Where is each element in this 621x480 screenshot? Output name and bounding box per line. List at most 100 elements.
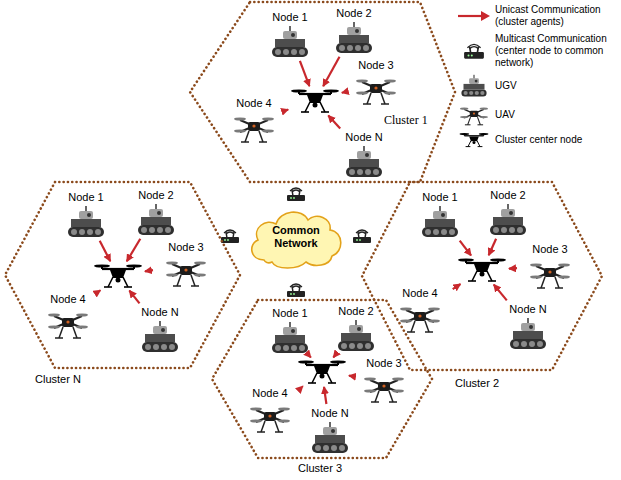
ugv-node: Node 1 bbox=[409, 190, 471, 239]
node-label: Node 2 bbox=[325, 304, 387, 318]
cluster-label: Cluster 2 bbox=[455, 376, 499, 390]
ugv-icon bbox=[409, 205, 471, 239]
cluster-center-node bbox=[457, 257, 507, 283]
node-label: Node N bbox=[299, 406, 361, 420]
cluster-center-node bbox=[290, 88, 340, 114]
ugv-icon bbox=[259, 25, 321, 59]
node-label: Node 4 bbox=[37, 292, 99, 306]
ugv-node: Node N bbox=[497, 302, 559, 351]
common-network-cloud: Common Network bbox=[246, 204, 346, 270]
drone-icon bbox=[93, 263, 143, 289]
router-icon bbox=[287, 188, 305, 201]
unicast-arrow bbox=[453, 284, 461, 289]
cluster-center-node bbox=[297, 359, 347, 385]
router-icon bbox=[221, 230, 239, 243]
cluster-region: Cluster 3Node 1Node 2Node 3Node 4Node N bbox=[212, 300, 432, 458]
unicast-arrow bbox=[494, 285, 507, 301]
uav-node: Node 3 bbox=[519, 242, 581, 291]
ugv-icon bbox=[323, 21, 385, 55]
legend-label: UAV bbox=[495, 109, 617, 121]
node-label: Node 2 bbox=[323, 6, 385, 20]
uav-icon bbox=[223, 111, 285, 145]
uav-node: Node 4 bbox=[239, 386, 301, 435]
drone-icon bbox=[457, 257, 507, 283]
unicast-arrow bbox=[127, 239, 141, 262]
ugv-node: Node 2 bbox=[477, 188, 539, 237]
ugv-icon bbox=[299, 421, 361, 455]
uav-icon bbox=[155, 255, 217, 289]
uav-node: Node 3 bbox=[353, 356, 415, 405]
unicast-arrow bbox=[328, 116, 340, 129]
legend: Unicast Communication (cluster agents) Mu… bbox=[456, 4, 619, 153]
uav-icon bbox=[389, 301, 451, 335]
router-icon bbox=[353, 230, 371, 243]
node-label: Node 1 bbox=[259, 306, 321, 320]
unicast-arrow bbox=[509, 267, 517, 270]
cluster-region: Cluster NNode 1Node 2Node 3Node 4Node N bbox=[5, 182, 240, 368]
drone-icon bbox=[290, 88, 340, 114]
unicast-arrow bbox=[349, 375, 351, 377]
ugv-icon bbox=[125, 203, 187, 237]
unicast-arrow bbox=[287, 108, 288, 111]
node-label: Node N bbox=[129, 305, 191, 319]
ugv-node: Node N bbox=[333, 130, 395, 179]
unicast-arrow bbox=[460, 241, 471, 256]
ugv-icon bbox=[259, 321, 321, 355]
unicast-arrow bbox=[100, 241, 111, 261]
ugv-node: Node N bbox=[129, 305, 191, 354]
drone-icon bbox=[456, 132, 492, 148]
ugv-node: Node N bbox=[299, 406, 361, 455]
ugv-icon bbox=[477, 203, 539, 237]
legend-row: UAV bbox=[456, 103, 619, 127]
uav-node: Node 3 bbox=[155, 240, 217, 289]
unicast-arrow bbox=[489, 239, 496, 255]
node-label: Node 4 bbox=[389, 286, 451, 300]
uav-icon bbox=[345, 73, 407, 107]
cloud-label: Common Network bbox=[264, 224, 328, 250]
uav-node: Node 4 bbox=[389, 286, 451, 335]
ugv-icon bbox=[497, 317, 559, 351]
legend-row: Unicast Communication (cluster agents) bbox=[456, 4, 619, 28]
cluster-label: Cluster 3 bbox=[298, 461, 342, 475]
node-label: Node 3 bbox=[345, 58, 407, 72]
unicast-arrow bbox=[309, 356, 312, 359]
unicast-arrow bbox=[333, 355, 335, 358]
legend-row: Multicast Communication (center node to … bbox=[456, 33, 619, 69]
uav-icon bbox=[456, 103, 492, 127]
uav-icon bbox=[239, 401, 301, 435]
ugv-icon bbox=[129, 320, 191, 354]
node-label: Node 1 bbox=[409, 190, 471, 204]
ugv-icon bbox=[456, 74, 492, 98]
cluster-region: Cluster 1 Node 1Node 2 Node 3 Node 4 Node N bbox=[190, 2, 455, 182]
legend-label: UGV bbox=[495, 80, 617, 92]
unicast-arrow bbox=[323, 57, 339, 86]
node-label: Node 3 bbox=[519, 242, 581, 256]
cluster-label: Cluster N bbox=[35, 372, 81, 386]
unicast-arrow bbox=[129, 291, 139, 304]
node-label: Node 4 bbox=[239, 386, 301, 400]
cluster-label: Cluster 1 bbox=[384, 113, 428, 127]
unicast-arrow bbox=[302, 385, 304, 387]
node-label: Node 2 bbox=[125, 188, 187, 202]
router-icon bbox=[456, 42, 492, 60]
unicast-arrow-sample bbox=[456, 10, 492, 22]
drone-icon bbox=[297, 359, 347, 385]
node-label: Node 1 bbox=[259, 10, 321, 24]
unicast-arrow bbox=[145, 270, 153, 271]
node-label: Node 3 bbox=[353, 356, 415, 370]
ugv-node: Node 1 bbox=[55, 190, 117, 239]
unicast-arrow bbox=[324, 387, 326, 404]
cluster-region: Cluster 2Node 1Node 2Node 3Node 4Node N bbox=[362, 182, 602, 370]
hexagon-outline bbox=[190, 2, 455, 182]
uav-icon bbox=[519, 257, 581, 291]
legend-row: UGV bbox=[456, 74, 619, 98]
uav-node: Node 4 bbox=[223, 96, 285, 145]
ugv-icon bbox=[333, 145, 395, 179]
legend-row: Cluster center node bbox=[456, 132, 619, 148]
ugv-node: Node 2 bbox=[323, 6, 385, 55]
legend-label: Cluster center node bbox=[495, 134, 617, 146]
node-label: Node N bbox=[333, 130, 395, 144]
node-label: Node 2 bbox=[477, 188, 539, 202]
unicast-arrow bbox=[342, 91, 343, 94]
